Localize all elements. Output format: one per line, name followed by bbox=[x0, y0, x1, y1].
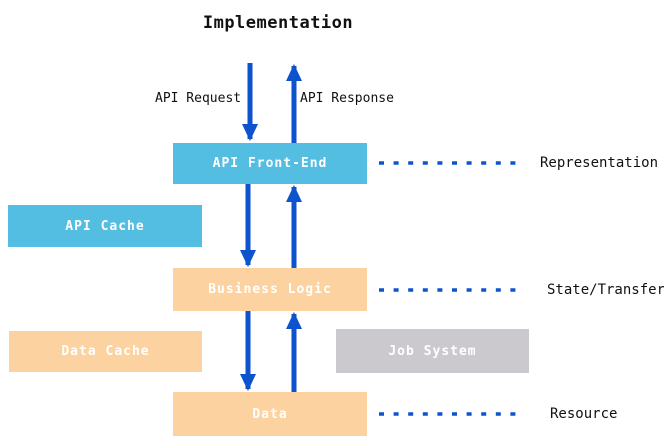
state-transfer-label: State/Transfer bbox=[547, 282, 664, 298]
job-system-box: Job System bbox=[336, 329, 529, 373]
data-cache-box: Data Cache bbox=[9, 331, 202, 372]
diagram-title: Implementation bbox=[202, 13, 354, 33]
api-request-label: API Request bbox=[155, 91, 242, 106]
api-front-end-box: API Front-End bbox=[173, 143, 367, 184]
representation-label: Representation bbox=[540, 155, 659, 171]
resource-label: Resource bbox=[550, 406, 618, 422]
api-response-label: API Response bbox=[300, 91, 394, 106]
api-cache-box: API Cache bbox=[8, 205, 202, 247]
data-box: Data bbox=[173, 392, 367, 436]
business-logic-box: Business Logic bbox=[173, 268, 367, 311]
